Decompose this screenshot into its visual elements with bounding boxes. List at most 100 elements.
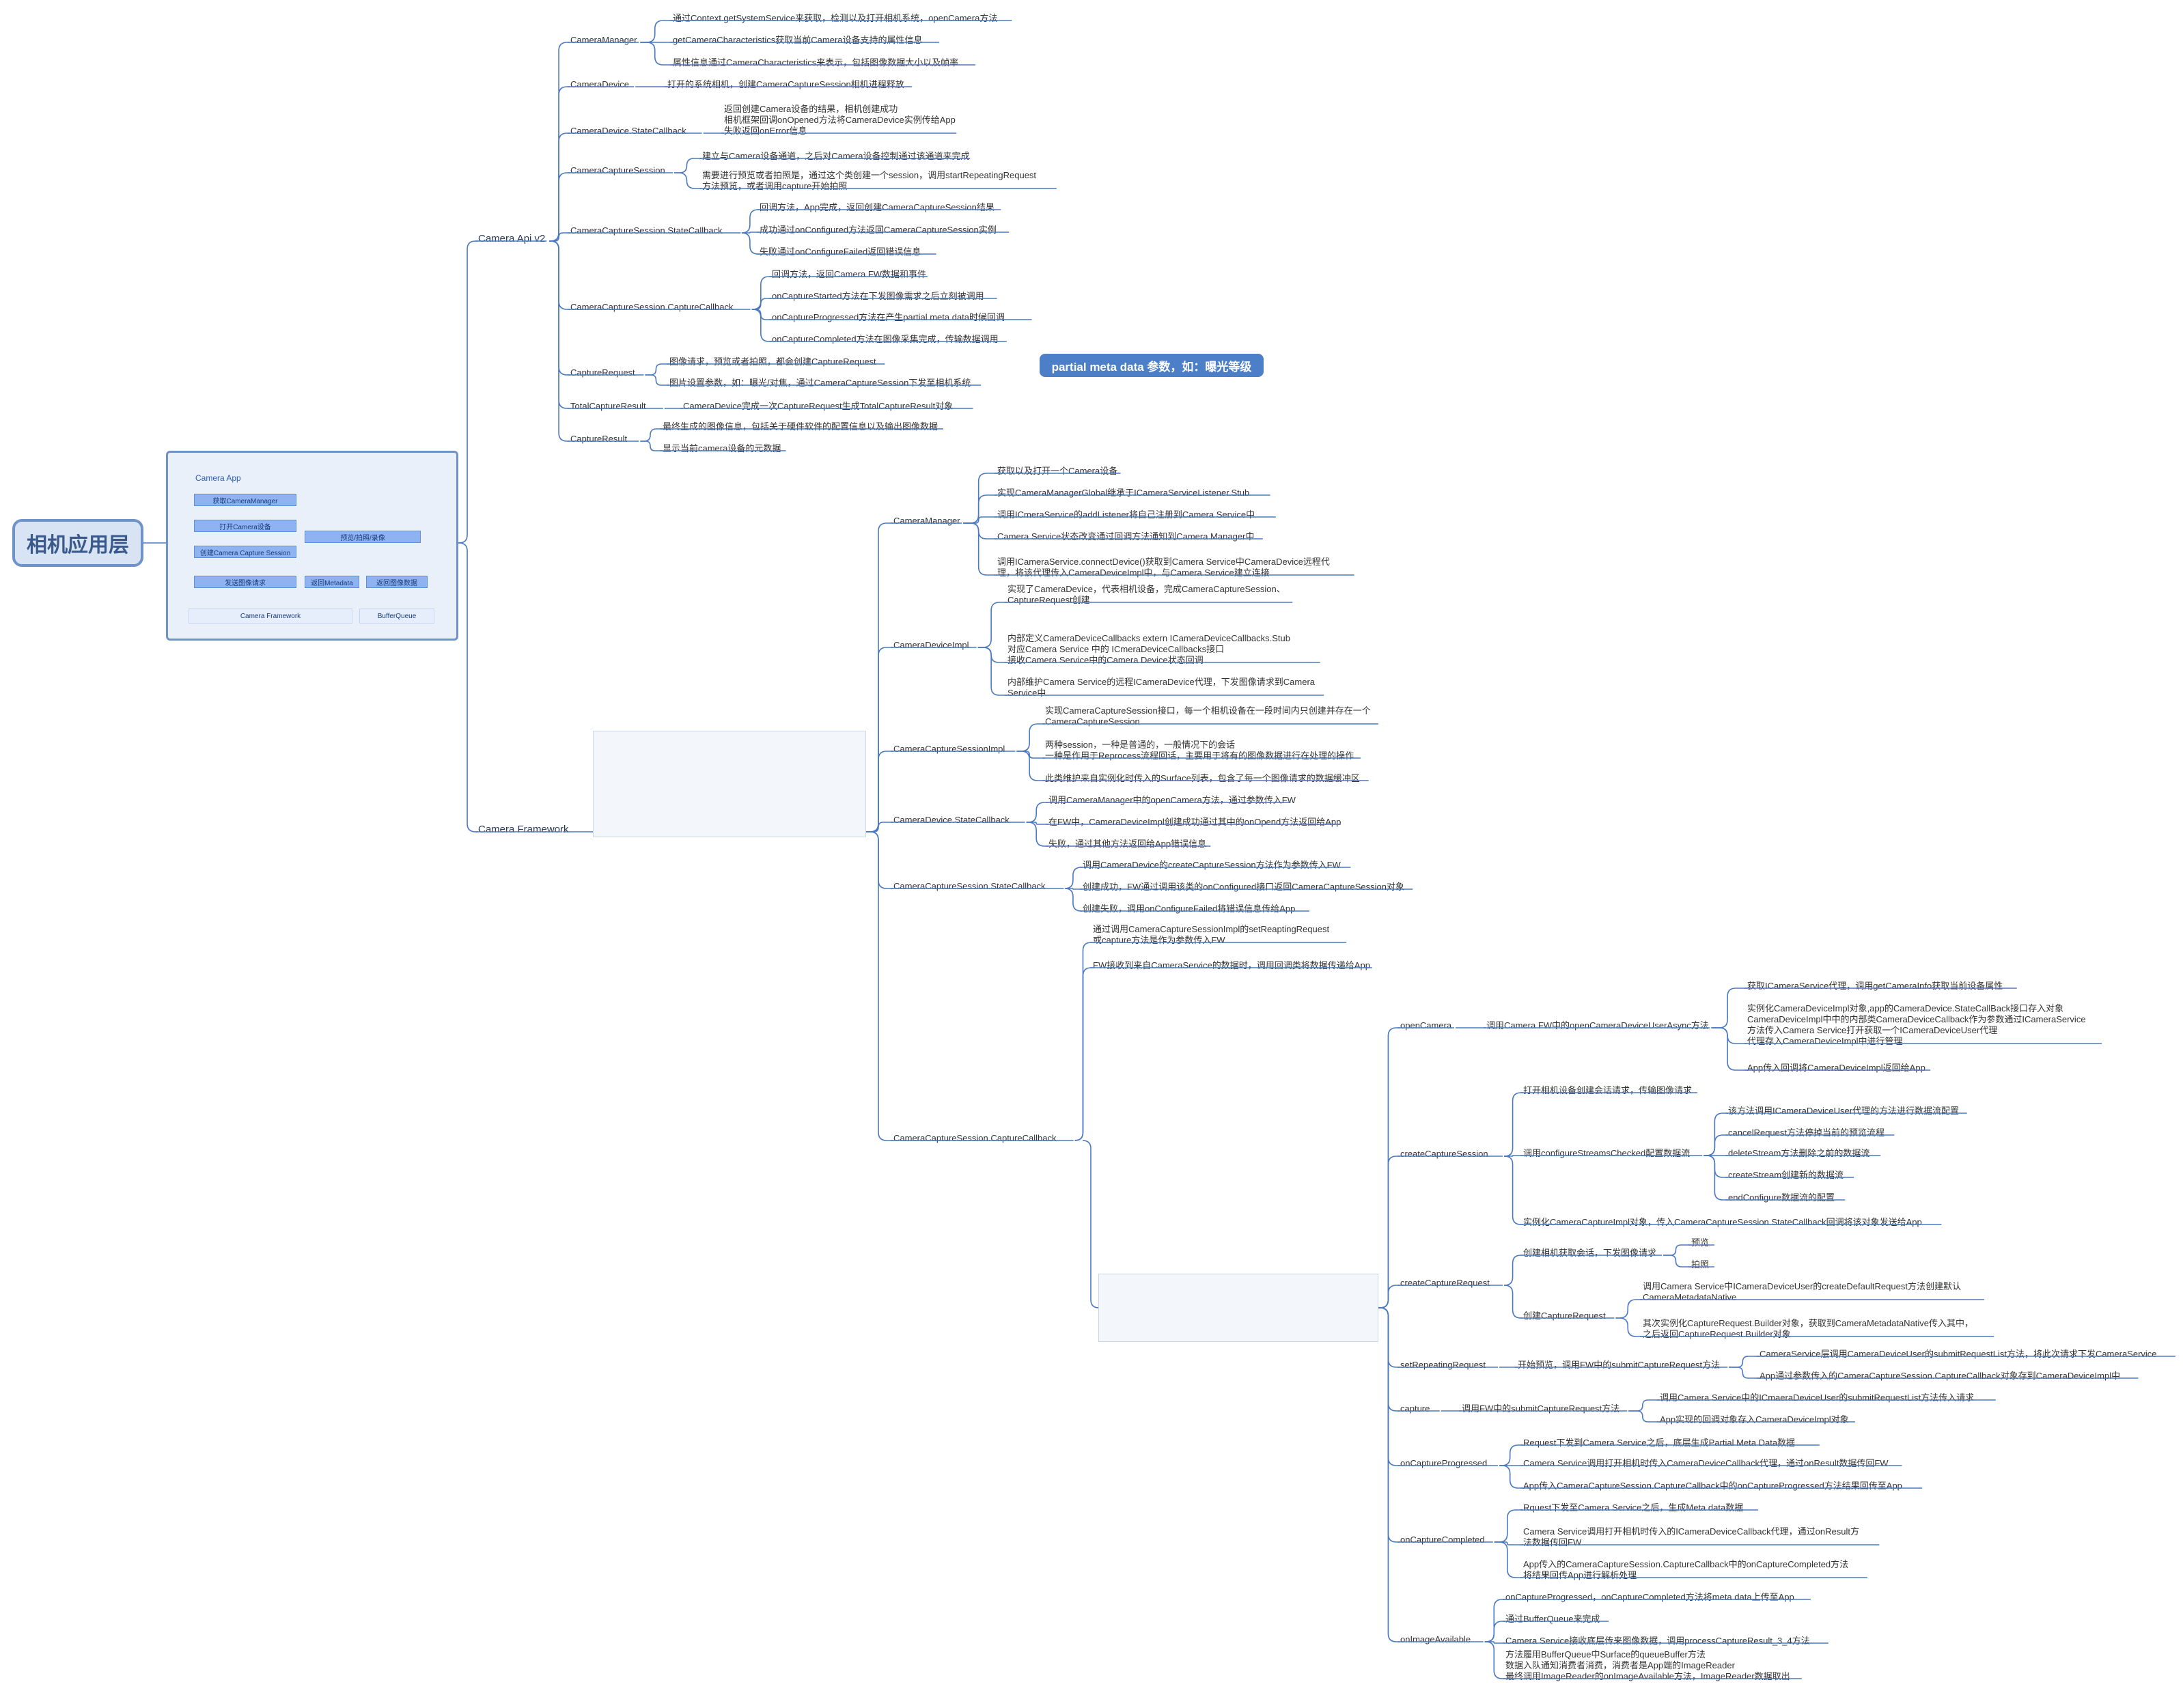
detail-0-0-1[interactable]: getCameraCharacteristics获取当前Camera设备支持的属… — [673, 35, 923, 45]
detail-1-0-2[interactable]: 调用ICmeraService的addListener将自己注册到Camera … — [997, 509, 1255, 520]
flow-2[interactable]: createCaptureRequest — [1400, 1278, 1490, 1288]
topic-0-3[interactable]: CameraCaptureSession — [570, 165, 665, 176]
flow-7-1[interactable]: 通过BufferQueue来完成 — [1505, 1614, 1600, 1624]
detail-1-3-0[interactable]: 调用CameraManager中的openCamera方法，通过参数传入FW — [1048, 795, 1296, 805]
flow-4-0[interactable]: 调用FW中的submitCaptureRequest方法 — [1462, 1403, 1619, 1414]
flow-1-2[interactable]: 实例化CameraCaptureImpl对象，传入CameraCaptureSe… — [1523, 1217, 1922, 1227]
link-1-3-1 — [1026, 822, 1048, 825]
link-0-8-0 — [640, 428, 663, 442]
flow-5[interactable]: onCaptureProgressed — [1400, 1458, 1487, 1468]
flow-4[interactable]: capture — [1400, 1403, 1430, 1414]
flow-7-2[interactable]: Camera Service接收底层传来图像数据，调用processCaptur… — [1505, 1636, 1810, 1646]
branch-1[interactable]: Camera Framework — [478, 824, 569, 835]
topic-1-2[interactable]: CameraCaptureSessionImpl — [893, 744, 1005, 754]
flow-1-1-1[interactable]: cancelRequest方法停掉当前的预览流程 — [1728, 1128, 1885, 1138]
topic-1-3[interactable]: CameraDevice.StateCallback — [893, 815, 1010, 825]
detail-0-3-0[interactable]: 建立与Camera设备通道，之后对Camera设备控制通过该通道来完成 — [702, 151, 969, 161]
topic-0-1[interactable]: CameraDevice — [570, 79, 629, 89]
link-0-6-0 — [645, 363, 669, 376]
link-1-0-4 — [963, 522, 997, 576]
detail-0-8-0[interactable]: 最终生成的图像信息，包括关于硬件软件的配置信息以及输出图像数据 — [663, 421, 938, 432]
detail-0-6-1[interactable]: 图片设置参数，如：曝光/对焦，通过CameraCaptureSession下发至… — [669, 378, 971, 388]
topic-0-6[interactable]: CaptureRequest — [570, 367, 635, 378]
detail-1-0-1[interactable]: 实现CameraManagerGlobal继承于ICameraServiceLi… — [997, 488, 1249, 498]
topic-0-7[interactable]: TotalCaptureResult — [570, 401, 646, 411]
detail-1-3-2[interactable]: 失败，通过其他方法返回给App错误信息 — [1048, 839, 1206, 849]
topic-1-1[interactable]: CameraDeviceImpl — [893, 640, 969, 650]
flow-0-0-0[interactable]: 获取ICameraService代理，调用getCameraInfo获取当前设备… — [1747, 981, 2003, 991]
link-flow-0-0-2 — [1711, 1027, 1747, 1071]
flow-7[interactable]: onImageAvailable — [1400, 1634, 1471, 1644]
detail-0-1-0[interactable]: 打开的系统相机，创建CameraCaptureSession相机进程释放 — [667, 79, 904, 89]
topic-0-2[interactable]: CameraDevice.StateCallback — [570, 126, 686, 136]
detail-1-4-1[interactable]: 创建成功，FW通过调用该类的onConfigured接口返回CameraCapt… — [1083, 882, 1404, 892]
detail-0-0-0[interactable]: 通过Context.getSystemService来获取，检测以及打开相机系统… — [673, 13, 997, 23]
flow-5-0[interactable]: Request下发到Camera Service之后，底层生成Partial M… — [1523, 1438, 1795, 1448]
flow-3-0-0[interactable]: CameraService层调用CameraDeviceUser的submitR… — [1760, 1349, 2157, 1359]
topic-0-8[interactable]: CaptureResult — [570, 434, 627, 444]
flow-4-0-1[interactable]: App实现的回调对象存入CameraDeviceImpl对象 — [1660, 1414, 1849, 1425]
flow-3-0-1[interactable]: App通过参数传入的CameraCaptureSession.CaptureCa… — [1760, 1371, 2120, 1381]
flow-1-1-2[interactable]: deleteStream方法删除之前的数据流 — [1728, 1148, 1869, 1158]
flow-0[interactable]: openCamera — [1400, 1020, 1452, 1031]
detail-1-2-2[interactable]: 此类维护来自实例化时传入的Surface列表，包含了每一个图像请求的数据缓冲区 — [1045, 773, 1360, 783]
flow-2-0[interactable]: 创建相机获取会话，下发图像请求 — [1523, 1248, 1656, 1258]
flow-1-1-3[interactable]: createStream创建新的数据流 — [1728, 1170, 1844, 1180]
link-0-6-1 — [645, 374, 669, 386]
flow-1-1[interactable]: 调用configureStreamsChecked配置数据流 — [1523, 1148, 1690, 1158]
flow-0-0-2[interactable]: App传入回调将CameraDeviceImpl返回给App — [1747, 1063, 1925, 1073]
flow-0-0-1[interactable]: 实例化CameraDeviceImpl对象,app的CameraDevice.S… — [1747, 1003, 2086, 1046]
topic-0-4[interactable]: CameraCaptureSession.StateCallback — [570, 225, 723, 236]
detail-1-0-0[interactable]: 获取以及打开一个Camera设备 — [997, 466, 1117, 476]
detail-0-5-0[interactable]: 回调方法，返回Camera FW数据和事件 — [772, 269, 926, 279]
flow-3-0[interactable]: 开始预览，调用FW中的submitCaptureRequest方法 — [1518, 1360, 1720, 1370]
detail-0-0-2[interactable]: 属性信息通过CameraCharacteristics来表示，包括图像数据大小以… — [673, 57, 958, 68]
flow-2-1[interactable]: 创建CaptureRequest — [1523, 1311, 1606, 1321]
detail-0-2-0[interactable]: 返回创建Camera设备的结果，相机创建成功相机框架回调onOpened方法将C… — [724, 104, 956, 136]
detail-0-6-0[interactable]: 图像请求，预览或者拍照，都会创建CaptureRequest — [669, 356, 876, 367]
branch-0[interactable]: Camera Api v2 — [478, 233, 545, 244]
detail-0-5-3[interactable]: onCaptureCompleted方法在图像采集完成，传输数据调用 — [772, 334, 999, 344]
detail-0-7-0[interactable]: CameraDevice完成一次CaptureRequest生成TotalCap… — [683, 401, 953, 411]
root-topic[interactable]: 相机应用层 — [12, 519, 143, 567]
detail-0-8-1[interactable]: 显示当前camera设备的元数据 — [663, 443, 781, 453]
detail-0-4-1[interactable]: 成功通过onConfigured方法返回CameraCaptureSession… — [760, 225, 997, 235]
detail-1-0-3[interactable]: Camera Service状态改变通过回调方法通知到Camera Manage… — [997, 531, 1254, 542]
detail-1-4-2[interactable]: 创建失败，调用onConfigureFailed将错误信息传给App — [1083, 904, 1295, 914]
link-0-4-2 — [741, 232, 760, 255]
flow-2-0-1[interactable]: 拍照 — [1691, 1259, 1709, 1270]
partial-meta-data-callout[interactable]: partial meta data 参数，如：曝光等级 — [1040, 354, 1264, 377]
flow-5-1[interactable]: Camera Service调用打开相机时传入CameraDeviceCallb… — [1523, 1458, 1889, 1468]
detail-0-4-2[interactable]: 失败通过onConfigureFailed返回错误信息 — [760, 247, 921, 257]
link-0-0 — [549, 42, 570, 242]
flow-1-1-4[interactable]: endConfigure数据流的配置 — [1728, 1192, 1835, 1203]
detail-1-3-1[interactable]: 在FW中，CameraDeviceImpl创建成功通过其中的onOpend方法返… — [1048, 817, 1341, 827]
flow-2-0-0[interactable]: 预览 — [1691, 1237, 1709, 1248]
topic-1-0[interactable]: CameraManager — [893, 516, 960, 526]
link-1-0 — [866, 522, 893, 832]
detail-1-1-1[interactable]: 内部定义CameraDeviceCallbacks extern ICamera… — [1007, 633, 1290, 665]
detail-0-5-2[interactable]: onCaptureProgressed方法在产生partial meta dat… — [772, 312, 1005, 322]
topic-0-5[interactable]: CameraCaptureSession.CaptureCallback — [570, 302, 734, 312]
topic-1-4[interactable]: CameraCaptureSession.StateCallback — [893, 881, 1046, 891]
flow-1-1-0[interactable]: 该方法调用ICameraDeviceUser代理的方法进行数据流配置 — [1728, 1106, 1959, 1116]
topic-0-0[interactable]: CameraManager — [570, 35, 637, 45]
flow-1[interactable]: createCaptureSession — [1400, 1149, 1488, 1159]
link-1-5-1 — [1074, 967, 1093, 1141]
link-0-3-0 — [674, 158, 702, 173]
flow-4-0-0[interactable]: 调用Camera Service中的ICmaeraDeviceUser的subm… — [1660, 1392, 1974, 1403]
flow-1-0[interactable]: 打开相机设备创建会话请求，传输图像请求 — [1523, 1085, 1692, 1095]
flow-6[interactable]: onCaptureCompleted — [1400, 1535, 1485, 1545]
flow-5-2[interactable]: App传入CameraCaptureSession.CaptureCallbac… — [1523, 1481, 1902, 1491]
topic-1-5[interactable]: CameraCaptureSession.CaptureCallback — [893, 1133, 1057, 1143]
app-box-metadata: 返回Metadata — [305, 576, 359, 588]
detail-0-4-0[interactable]: 回调方法，App完成，返回创建CameraCaptureSession结果 — [760, 202, 995, 212]
flow-6-0[interactable]: Rquest下发至Camera Service之后，生成Meta data数据 — [1523, 1502, 1743, 1513]
detail-0-5-1[interactable]: onCaptureStarted方法在下发图像需求之后立刻被调用 — [772, 291, 984, 301]
flow-0-0[interactable]: 调用Camera FW中的openCameraDeviceUserAsync方法 — [1486, 1020, 1709, 1031]
detail-1-4-0[interactable]: 调用CameraDevice的createCaptureSession方法作为参… — [1083, 860, 1341, 870]
flow-7-3[interactable]: 方法履用BufferQueue中Surface的queueBuffer方法数据入… — [1505, 1649, 1790, 1681]
flow-7-0[interactable]: onCaptureProgressed，onCaptureCompleted方法… — [1505, 1592, 1794, 1602]
flow-3[interactable]: setRepeatingRequest — [1400, 1360, 1486, 1370]
detail-1-5-1[interactable]: FW接收到来自CameraService的数据时，调用回调类将数据传递给App — [1093, 960, 1370, 970]
